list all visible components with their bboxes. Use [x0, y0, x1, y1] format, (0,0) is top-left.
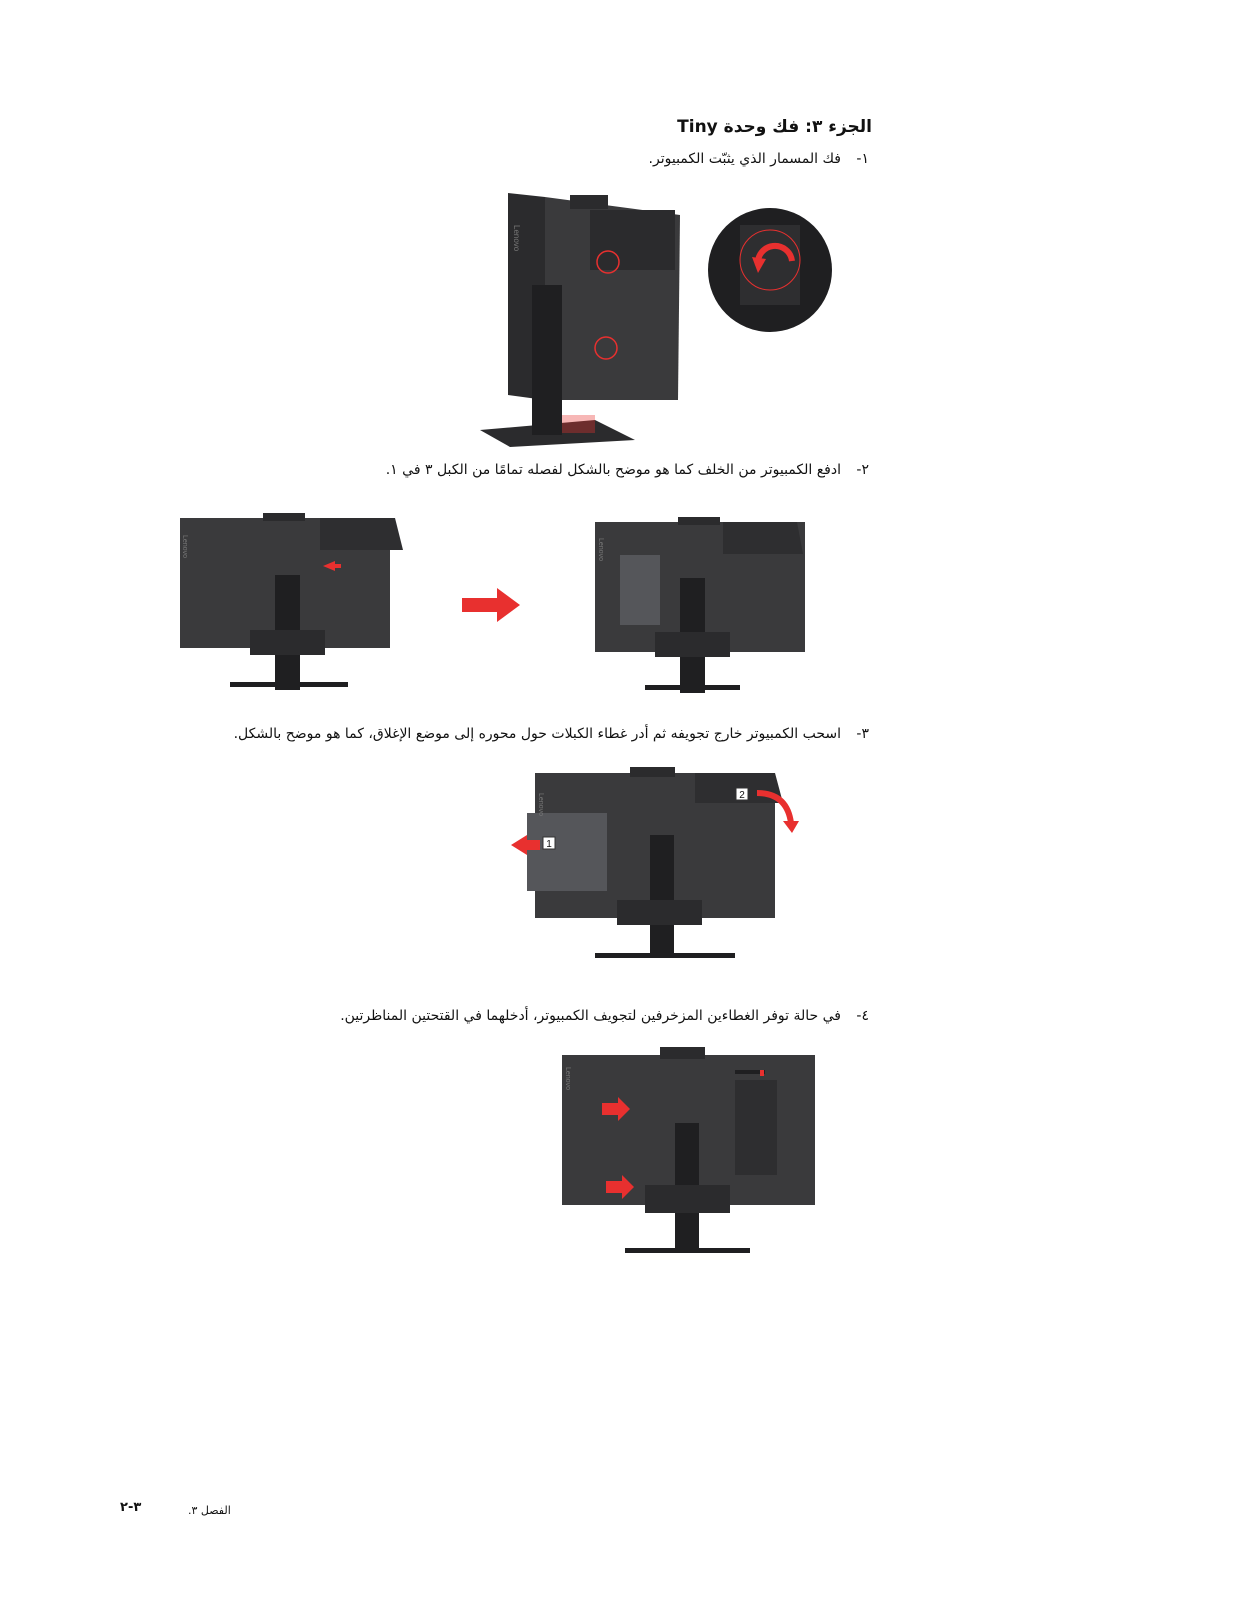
camera-right	[678, 517, 720, 525]
rotate-arrow-head-icon	[752, 257, 766, 273]
stand-base-left	[230, 682, 348, 687]
tiny-computer	[590, 210, 675, 270]
stand-bracket-left	[250, 630, 325, 655]
callout-1: 1	[546, 839, 552, 850]
zoom-red-ring	[739, 229, 801, 291]
brand-label-fig4: Lenovo	[564, 1067, 571, 1090]
figure-insert-covers: Lenovo	[562, 1047, 815, 1253]
zoom-bracket	[740, 225, 800, 305]
step-3-text: اسحب الكمبيوتر خارج تجويفه ثم أدر غطاء ا…	[233, 726, 841, 742]
computer-pushed-out	[620, 555, 660, 625]
brand-label-fig1: Lenovo	[512, 225, 521, 252]
brand-label-fig2b: Lenovo	[597, 538, 604, 561]
step-3: ٣- اسحب الكمبيوتر خارج تجويفه ثم أدر غطاء…	[234, 726, 869, 742]
footer-chapter: الفصل ٣.	[188, 1504, 231, 1517]
figure-push-computer: Lenovo Lenovo	[180, 513, 805, 693]
camera-module	[660, 1047, 705, 1059]
stand-base-right	[645, 685, 740, 690]
step-1-text: فك المسمار الذي يثبّت الكمبيوتر.	[648, 151, 841, 167]
step-2-number: ٢-	[856, 462, 869, 478]
stand-bracket-right	[655, 632, 730, 657]
step-1: ١- فك المسمار الذي يثبّت الكمبيوتر.	[649, 151, 869, 167]
insert-arrow-bottom-icon	[606, 1175, 634, 1199]
step-4: ٤- في حالة توفر الغطاءين المزخرفين لتجويف…	[340, 1008, 869, 1024]
camera-module	[570, 195, 608, 209]
push-arrow-tail	[333, 564, 341, 568]
callout-box-2	[735, 787, 749, 801]
footer-page-number: ٣-٢	[120, 1500, 142, 1515]
step-4-text: في حالة توفر الغطاءين المزخرفين لتجويف ا…	[340, 1008, 841, 1024]
screw-circle-top	[596, 250, 620, 274]
figure-unscrew-computer: Lenovo	[480, 193, 832, 447]
figure-pull-computer: 1 2 Lenovo	[511, 767, 799, 958]
computer-bay	[735, 1080, 777, 1175]
callout-2: 2	[739, 790, 745, 801]
step-2: ٢- ادفع الكمبيوتر من الخلف كما هو موضح با…	[386, 462, 869, 478]
push-arrow-small-icon	[323, 561, 335, 571]
section-title: الجزء ٣: فك وحدة Tiny	[677, 117, 872, 137]
transition-arrow-icon	[462, 588, 520, 622]
camera-left	[263, 513, 305, 521]
pull-arrow-icon	[511, 835, 527, 855]
stand-base	[625, 1248, 750, 1253]
brand-label-fig2a: Lenovo	[181, 535, 188, 558]
stand-neck	[532, 285, 562, 435]
camera-module	[630, 767, 675, 777]
stand-bracket	[617, 900, 702, 925]
step-4-number: ٤-	[856, 1008, 869, 1024]
computer-slot-left	[320, 518, 403, 550]
stand-neck	[650, 835, 674, 955]
insert-arrow-top-icon	[602, 1097, 630, 1121]
step-3-number: ٣-	[856, 726, 869, 742]
computer-slot-right	[723, 522, 803, 554]
slot-indicator	[760, 1070, 764, 1076]
stand-bracket	[645, 1185, 730, 1213]
rotate-cover-arrow-head-icon	[783, 821, 799, 833]
brand-label-fig3: Lenovo	[537, 793, 544, 816]
step-2-text: ادفع الكمبيوتر من الخلف كما هو موضح بالش…	[385, 462, 841, 478]
stand-base	[595, 953, 735, 958]
bay-slot	[735, 1070, 765, 1074]
pull-arrow-tail	[525, 840, 540, 850]
computer-pulled-out	[527, 813, 607, 891]
screw-circle-bottom	[594, 336, 618, 360]
rotate-cover-arrow-icon	[756, 790, 794, 824]
step-1-number: ١-	[856, 151, 869, 167]
callout-box-1	[542, 836, 556, 850]
